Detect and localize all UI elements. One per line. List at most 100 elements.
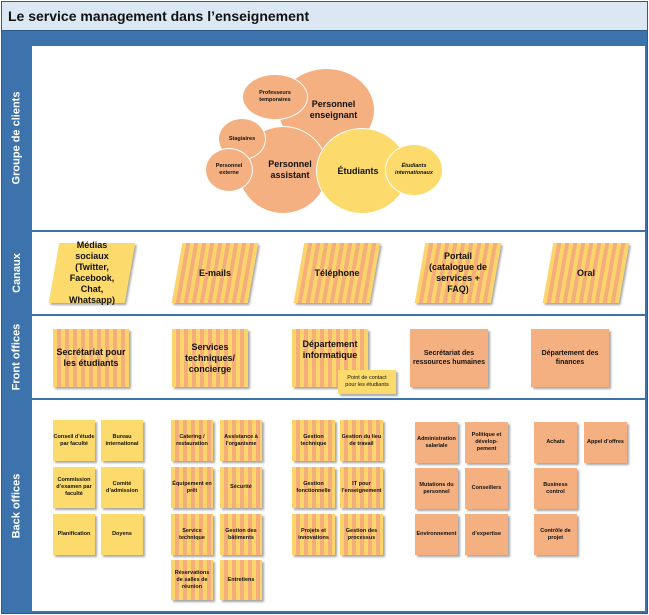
bubble-etudiants-internationaux-label: Étudiants internationaux — [395, 163, 433, 176]
channel-telephone: Téléphone — [293, 243, 381, 303]
back-gestion-fonctionnelle-label: Gestion fonctionnelle — [296, 480, 331, 494]
back-administration-salariale: Administration salariale — [415, 422, 458, 463]
bubble-professeurs-temporaires-label: Professeurs temporaires — [259, 90, 291, 103]
lane-label-channels: Canaux — [2, 232, 31, 314]
front-point-contact-label: Point de contact pour les étudiants — [345, 375, 389, 388]
back-equipement-label: Équipement en prêt — [172, 480, 212, 494]
back-gestion-lieu-travail: Gestion du lieu de travail — [340, 420, 383, 461]
channel-medias-sociaux: Médias sociaux (Twitter, Facebook, Chat,… — [48, 240, 136, 305]
back-mutations-personnel: Mutations du personnel — [415, 468, 458, 509]
lane-label-channels-text: Canaux — [10, 253, 23, 293]
back-mutations-personnel-label: Mutations du personnel — [419, 481, 454, 495]
back-entretiens: Entretiens — [220, 560, 262, 600]
back-projets-innovations-label: Projets et innovations — [298, 527, 329, 541]
channel-oral-label: Oral — [576, 267, 595, 278]
bubble-personnel-enseignant-label: Personnel enseignant — [309, 99, 358, 120]
front-services-techniques-label: Services techniques/ concierge — [184, 341, 235, 374]
back-expertise: d’expertise — [465, 514, 508, 555]
back-business-control: Business control — [534, 468, 577, 509]
bubble-etudiants-label: Étudiants — [337, 165, 379, 176]
back-politique-developpement: Politique et dévelop- pement — [465, 422, 508, 463]
channel-portail: Portail (catalogue de services + FAQ) — [414, 243, 502, 303]
channel-emails: E-mails — [171, 243, 259, 303]
back-gestion-processus-label: Gestion des processus — [345, 527, 378, 541]
back-gestion-lieu-travail-label: Gestion du lieu de travail — [341, 433, 382, 447]
channel-emails-label: E-mails — [198, 267, 231, 278]
lane-label-back-text: Back offices — [10, 473, 23, 538]
back-expertise-label: d’expertise — [471, 531, 502, 537]
front-secretariat-etudiants: Secrétariat pour les étudiants — [53, 329, 129, 387]
back-appel-offres: Appel d’offres — [584, 422, 627, 463]
back-gestion-processus: Gestion des processus — [340, 514, 383, 555]
back-commission-examen: Commission d’examen par faculté — [53, 467, 95, 508]
back-gestion-batiments-label: Gestion des bâtiments — [225, 527, 257, 541]
lane-label-clients-text: Groupe de clients — [10, 91, 23, 185]
back-gestion-technique-label: Gestion technique — [300, 433, 327, 447]
channel-portail-label: Portail (catalogue de services + FAQ) — [428, 251, 487, 294]
lane-label-clients: Groupe de clients — [2, 46, 31, 230]
header-band — [2, 31, 647, 44]
channel-oral: Oral — [542, 243, 630, 303]
back-conseil-etude-label: Conseil d’étude par faculté — [53, 433, 95, 447]
page-title: Le service management dans l’enseignemen… — [8, 8, 310, 24]
back-controle-projet-label: Contrôle de projet — [540, 527, 571, 541]
back-planification: Planification — [53, 514, 95, 555]
back-achats: Achats — [534, 422, 577, 463]
channel-telephone-label: Téléphone — [314, 267, 360, 278]
back-bureau-international-label: Bureau international — [105, 433, 139, 447]
back-projets-innovations: Projets et innovations — [292, 514, 335, 555]
back-conseillers: Conseillers — [465, 468, 508, 509]
bubble-personnel-assistant-label: Personnel assistant — [268, 159, 312, 180]
back-appel-offres-label: Appel d’offres — [587, 439, 624, 445]
back-entretiens-label: Entretiens — [227, 576, 255, 583]
back-doyens-label: Doyens — [112, 531, 132, 537]
back-assistance: Assistance à l’organisme — [220, 420, 262, 461]
back-bureau-international: Bureau international — [101, 420, 143, 461]
back-service-technique-label: Service technique — [179, 527, 205, 541]
back-administration-salariale-label: Administration salariale — [417, 435, 456, 449]
back-commission-examen-label: Commission d’examen par faculté — [56, 477, 92, 497]
back-service-technique: Service technique — [171, 514, 213, 555]
back-politique-developpement-label: Politique et dévelop- pement — [471, 432, 502, 452]
back-comite-admission-label: Comité d’admission — [105, 480, 139, 494]
back-environnement: Environnement — [415, 514, 458, 555]
back-securite-label: Sécurité — [230, 484, 252, 490]
front-secretariat-etudiants-label: Secrétariat pour les étudiants — [56, 347, 126, 368]
lane-label-front-text: Front offices — [10, 323, 23, 391]
back-planification-label: Planification — [57, 531, 91, 537]
back-catering: Catering / restauration — [171, 420, 213, 461]
bubble-personnel-externe-label: Personnel externe — [215, 163, 243, 176]
front-services-techniques: Services techniques/ concierge — [172, 329, 248, 387]
back-doyens: Doyens — [101, 514, 143, 555]
front-departement-informatique-label: Département informatique — [302, 339, 358, 360]
back-it-enseignement: IT pour l’enseignement — [340, 467, 383, 508]
back-business-control-label: Business control — [543, 481, 568, 495]
bubble-etudiants-internationaux: Étudiants internationaux — [385, 144, 443, 196]
back-reservations-salles-label: Réservations de salles de réunion — [174, 569, 210, 590]
back-equipement: Équipement en prêt — [171, 467, 213, 508]
back-achats-label: Achats — [546, 439, 565, 445]
front-point-contact: Point de contact pour les étudiants — [338, 370, 396, 394]
front-secretariat-rh-label: Secrétariat des ressources humaines — [413, 350, 485, 366]
back-conseillers-label: Conseillers — [471, 485, 502, 491]
bubble-stagiaires-label: Stagiaires — [228, 135, 256, 142]
bubble-personnel-externe: Personnel externe — [205, 148, 253, 192]
back-environnement-label: Environnement — [416, 531, 457, 537]
back-securite: Sécurité — [220, 467, 262, 508]
title-bar: Le service management dans l’enseignemen… — [2, 2, 647, 31]
front-departement-finances: Département des finances — [531, 329, 609, 387]
back-gestion-technique: Gestion technique — [292, 420, 335, 461]
back-catering-label: Catering / restauration — [176, 433, 208, 447]
back-gestion-fonctionnelle: Gestion fonctionnelle — [292, 467, 335, 508]
channel-medias-sociaux-label: Médias sociaux (Twitter, Facebook, Chat,… — [69, 240, 115, 305]
back-comite-admission: Comité d’admission — [101, 467, 143, 508]
back-it-enseignement-label: IT pour l’enseignement — [341, 480, 382, 494]
back-gestion-batiments: Gestion des bâtiments — [220, 514, 262, 555]
front-secretariat-rh: Secrétariat des ressources humaines — [410, 329, 488, 387]
lane-label-front: Front offices — [2, 316, 31, 398]
back-controle-projet: Contrôle de projet — [534, 514, 577, 555]
bubble-professeurs-temporaires: Professeurs temporaires — [242, 74, 308, 120]
back-assistance-label: Assistance à l’organisme — [224, 433, 258, 447]
back-reservations-salles: Réservations de salles de réunion — [171, 560, 213, 600]
front-departement-finances-label: Département des finances — [541, 350, 599, 366]
